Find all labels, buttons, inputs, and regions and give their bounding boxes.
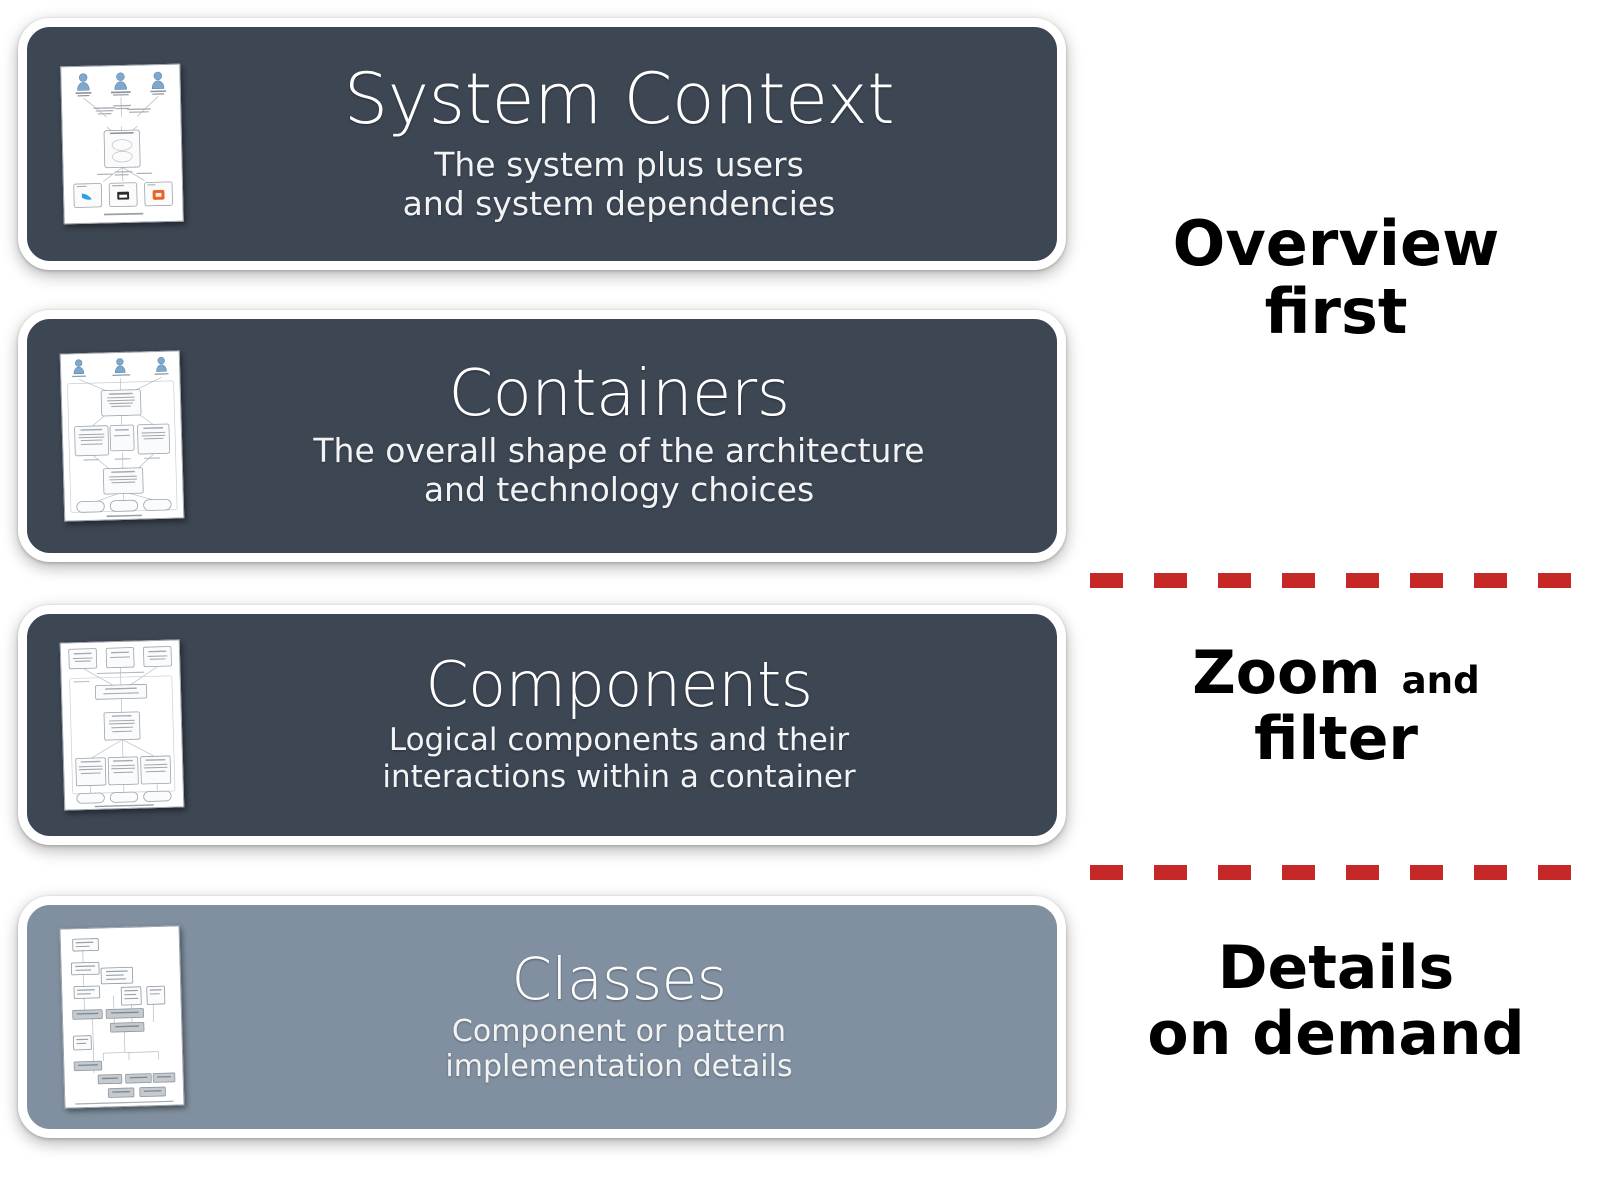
card-text-block: Components Logical components and their … (217, 654, 1057, 795)
card-thumbnail-wrap (27, 925, 217, 1109)
annotation-overview-first: Overview first (1086, 207, 1586, 349)
separator-dashed-top (1090, 573, 1602, 588)
card-components[interactable]: Components Logical components and their … (18, 605, 1066, 845)
component-diagram-thumbnail (59, 639, 185, 811)
card-subtitle-line-1: Logical components and their (388, 722, 850, 759)
card-text-block: Containers The overall shape of the arch… (217, 362, 1057, 510)
card-subtitle-line-2: implementation details (445, 1049, 793, 1084)
class-diagram-thumbnail (59, 925, 185, 1109)
card-text-block: Classes Component or pattern implementat… (217, 950, 1057, 1085)
card-system-context[interactable]: System Context The system plus users and… (18, 18, 1066, 270)
annotation-zoom-line-2: filter (1253, 704, 1418, 774)
annotation-details-line-2: on demand (1147, 999, 1525, 1069)
card-containers[interactable]: Containers The overall shape of the arch… (18, 310, 1066, 562)
card-subtitle-line-1: The system plus users (434, 145, 804, 185)
card-subtitle-line-2: and technology choices (423, 470, 815, 509)
card-subtitle: Logical components and their interaction… (217, 722, 1021, 795)
card-text-block: System Context The system plus users and… (217, 64, 1057, 224)
card-title: Components (425, 648, 813, 722)
annotation-zoom-and-filter: Zoom and filter (1086, 640, 1586, 772)
card-subtitle: The overall shape of the architecture an… (217, 431, 1021, 510)
separator-dashed-bottom (1090, 865, 1602, 880)
annotation-zoom-line-1: Zoom and (1086, 640, 1586, 706)
system-context-diagram-thumbnail (60, 63, 184, 225)
card-title: System Context (343, 58, 895, 141)
card-title: Classes (511, 944, 728, 1013)
annotation-zoom-word-and: and (1401, 658, 1480, 702)
annotation-overview-line-2: first (1264, 275, 1408, 349)
card-thumbnail-wrap (27, 639, 217, 811)
card-subtitle: The system plus users and system depende… (217, 145, 1021, 224)
annotation-overview-line-1: Overview (1172, 207, 1500, 280)
card-thumbnail-wrap (27, 350, 217, 522)
container-diagram-thumbnail (59, 350, 185, 522)
annotations-column: Overview first Zoom and filter Details o… (1086, 0, 1586, 1192)
card-thumbnail-wrap (27, 63, 217, 225)
card-title: Containers (448, 357, 790, 432)
card-classes[interactable]: Classes Component or pattern implementat… (18, 896, 1066, 1138)
card-subtitle-line-2: and system dependencies (402, 184, 836, 223)
annotation-details-on-demand: Details on demand (1086, 935, 1586, 1067)
abstraction-levels-list: System Context The system plus users and… (18, 0, 1078, 1192)
card-subtitle-line-2: interactions within a container (382, 759, 856, 795)
card-subtitle: Component or pattern implementation deta… (217, 1014, 1021, 1085)
annotation-details-line-1: Details (1217, 933, 1455, 1003)
card-subtitle-line-1: The overall shape of the architecture (313, 431, 925, 471)
card-subtitle-line-1: Component or pattern (451, 1013, 787, 1049)
annotation-zoom-word-zoom: Zoom (1192, 638, 1381, 708)
